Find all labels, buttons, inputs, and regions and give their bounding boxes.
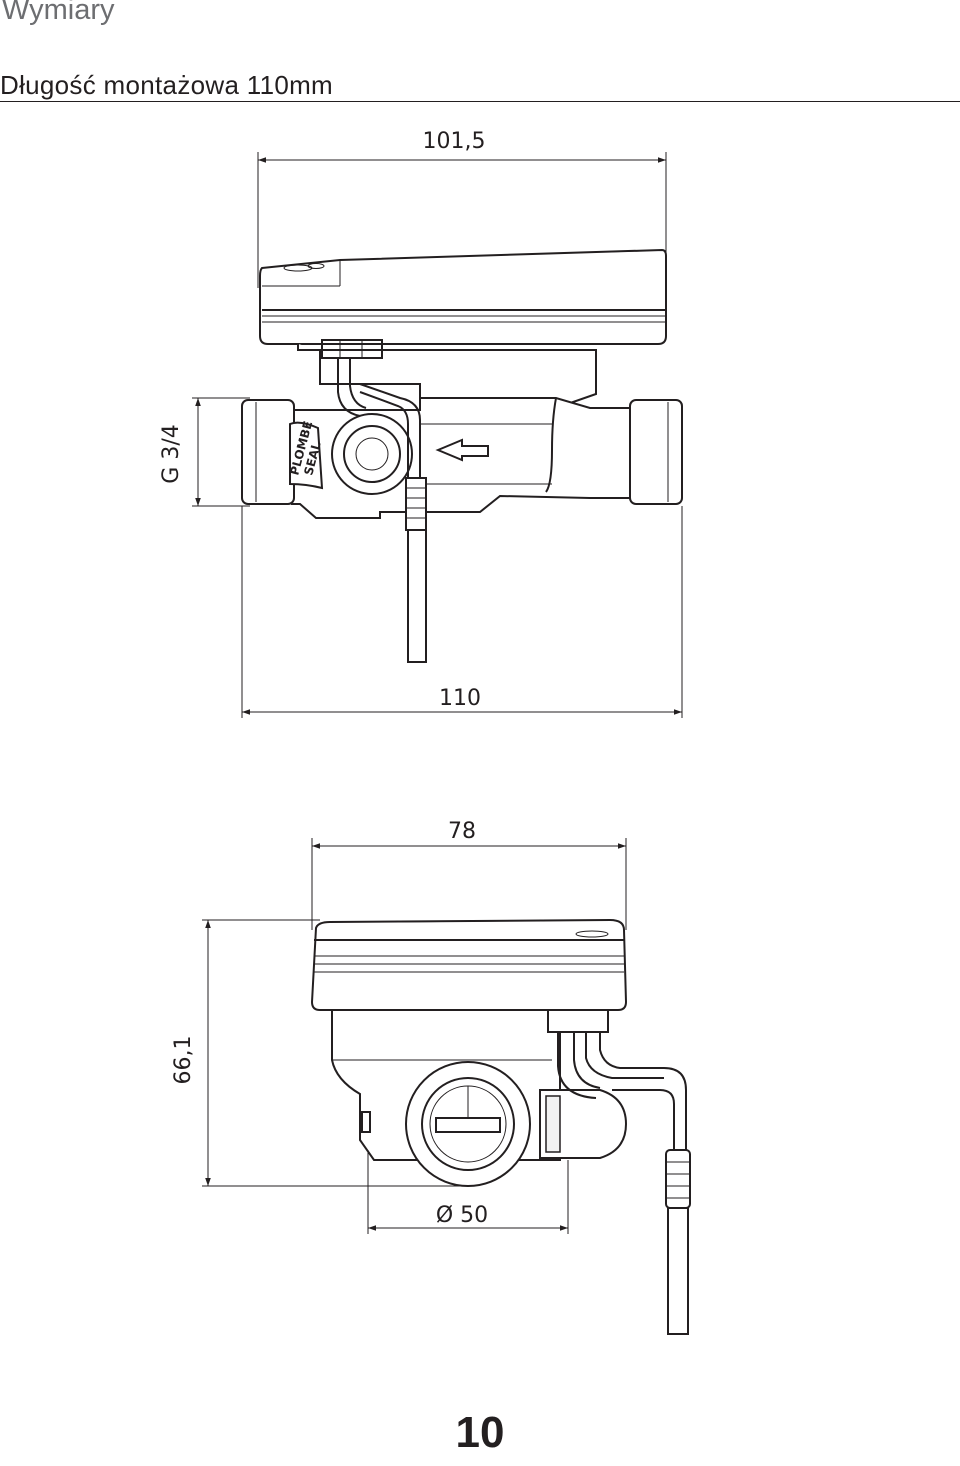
plombe-seal: [289, 421, 324, 490]
sensor-cable-front: [557, 1032, 597, 1099]
pipe-connection-right: [629, 399, 683, 505]
pipe-connection-left: [241, 399, 295, 505]
sensor-grip-front: [665, 1149, 691, 1209]
dimension-diameter: Ø 50: [436, 1203, 488, 1228]
subtitle: Długość montażowa 110mm: [0, 70, 334, 100]
sensor-grip: [405, 477, 427, 531]
temperature-sensor: [407, 529, 427, 663]
temperature-sensor-front: [667, 1207, 689, 1335]
front-view: 78: [171, 819, 691, 1335]
meter-head-front: [310, 918, 628, 1011]
cable-gland: [547, 1009, 609, 1033]
dimension-bottom-width: 78: [448, 819, 476, 844]
dimension-height: 66,1: [171, 1036, 196, 1085]
page-number: 10: [455, 1408, 505, 1457]
dimension-install-length: 110: [439, 686, 481, 711]
side-view: 101,5 PLOMBE SEAL: [159, 129, 683, 718]
section-title: Wymiary: [2, 0, 115, 26]
dimension-top-width: 101,5: [423, 129, 486, 154]
meter-head: [259, 248, 667, 345]
flow-direction-arrow: [435, 438, 489, 462]
sensor-housing-front: [539, 1089, 628, 1159]
title-rule: [0, 101, 960, 102]
dimension-thread: G 3/4: [159, 424, 184, 483]
sensor-cable: [337, 358, 361, 417]
